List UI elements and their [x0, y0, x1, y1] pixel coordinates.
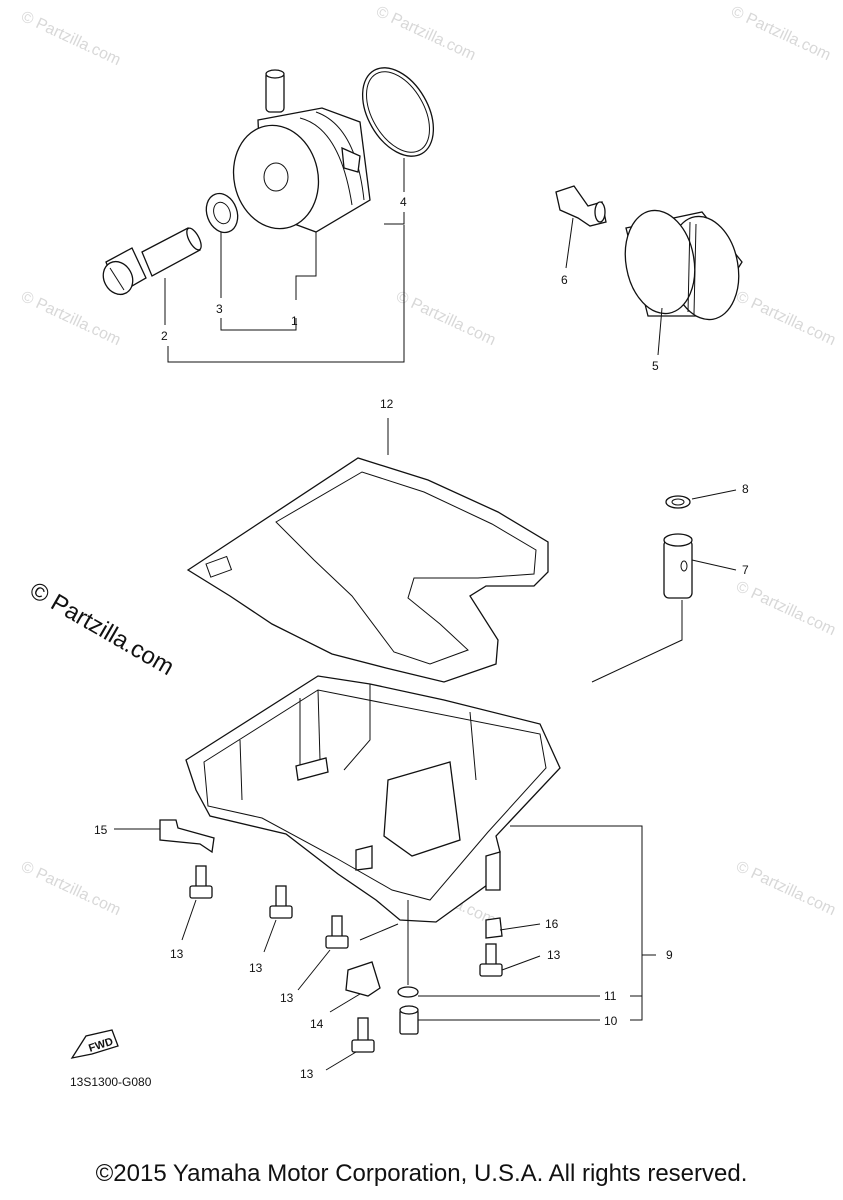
leader-lines-middle — [387, 418, 737, 683]
watermark: © Partzilla.com — [728, 3, 833, 64]
watermark: © Partzilla.com — [18, 288, 123, 349]
watermark: © Partzilla.com — [373, 3, 478, 64]
callout-10: 10 — [604, 1014, 618, 1028]
callout-11: 11 — [604, 989, 617, 1003]
bolt — [351, 1017, 375, 1053]
part-15-bracket — [159, 819, 215, 854]
part-3-washer — [205, 192, 239, 234]
part-7-plug — [663, 533, 693, 599]
part-1-oil-cooler — [232, 69, 371, 233]
callout-15: 15 — [94, 823, 108, 837]
watermark-prominent: © Partzilla.com — [25, 577, 179, 681]
part-10-drain-bolt — [399, 1005, 419, 1035]
bolt — [269, 885, 293, 919]
leader-lines-bottom — [114, 825, 656, 1071]
callout-14: 14 — [310, 1017, 324, 1031]
watermark: © Partzilla.com — [18, 8, 123, 69]
fwd-arrow: FWD — [70, 1029, 119, 1059]
diagram-code: 13S1300-G080 — [70, 1075, 152, 1089]
watermark: © Partzilla.com — [733, 578, 838, 639]
leader-lines-top — [164, 158, 663, 363]
callout-7: 7 — [742, 563, 749, 577]
callout-4: 4 — [400, 195, 407, 209]
callout-6: 6 — [561, 273, 568, 287]
part-4-o-ring — [361, 67, 435, 157]
watermark: © Partzilla.com — [733, 288, 838, 349]
part-8-washer — [665, 495, 691, 509]
callout-3: 3 — [216, 302, 223, 316]
callout-13: 13 — [249, 961, 263, 975]
callout-13: 13 — [170, 947, 184, 961]
bolt — [479, 943, 503, 977]
part-9-oil-pan — [185, 675, 561, 923]
part-13-bolts — [189, 865, 503, 1053]
watermark: © Partzilla.com — [393, 288, 498, 349]
part-14-bracket — [345, 961, 381, 997]
callout-8: 8 — [742, 482, 749, 496]
callout-1: 1 — [291, 314, 298, 328]
callout-13: 13 — [300, 1067, 314, 1081]
part-2-union-bolt — [102, 227, 202, 296]
bolt — [325, 915, 349, 949]
part-6-fitting — [555, 185, 607, 227]
bolt — [189, 865, 213, 899]
part-16-clip — [485, 917, 503, 939]
callout-5: 5 — [652, 359, 659, 373]
part-11-washer — [397, 986, 419, 998]
part-12-gasket — [186, 457, 549, 683]
callout-12: 12 — [380, 397, 394, 411]
callout-2: 2 — [161, 329, 168, 343]
copyright-notice: ©2015 Yamaha Motor Corporation, U.S.A. A… — [95, 1160, 748, 1187]
watermark: © Partzilla.com — [733, 858, 838, 919]
callout-9: 9 — [666, 948, 673, 962]
part-5-oil-filter — [624, 209, 743, 321]
callout-13: 13 — [280, 991, 294, 1005]
watermark: © Partzilla.com — [18, 858, 123, 919]
callout-labels: 1 2 3 4 5 6 7 8 9 10 11 12 13 13 13 13 1… — [94, 195, 749, 1081]
callout-13: 13 — [547, 948, 561, 962]
callout-16: 16 — [545, 917, 559, 931]
